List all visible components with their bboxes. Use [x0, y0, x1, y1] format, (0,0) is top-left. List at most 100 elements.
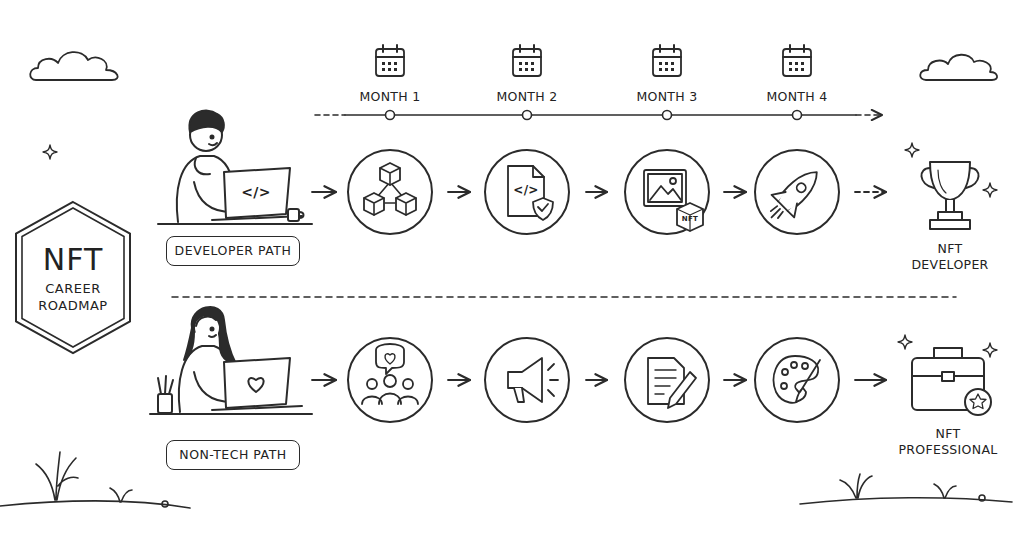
- trophy-icon: [946, 200, 954, 212]
- step-circle: [625, 338, 709, 422]
- blockchain-icon: [380, 163, 400, 185]
- hexagon-outline: [14, 200, 132, 355]
- goal-label: NFT PROFESSIONAL: [896, 426, 1000, 457]
- separator: [172, 296, 956, 298]
- trophy-icon: [921, 162, 978, 229]
- trophy-icon: [930, 162, 970, 200]
- month-label: MONTH 1: [350, 89, 430, 105]
- calendar-icon: [653, 45, 681, 76]
- path-label-box: DEVELOPER PATH: [166, 236, 300, 266]
- step-arrow: [724, 191, 746, 193]
- rocket-icon: [768, 205, 784, 221]
- sparkle: [898, 335, 912, 349]
- developer-figure: [158, 223, 312, 225]
- code-document-icon: [508, 166, 553, 220]
- briefcase-icon: [942, 372, 954, 381]
- non-tech-figure: [150, 413, 312, 415]
- step-circle: [348, 150, 839, 422]
- sparkle: [43, 143, 997, 357]
- writing-icon: [668, 372, 696, 408]
- briefcase-icon: [934, 348, 962, 358]
- rocket-icon: [776, 165, 824, 213]
- nft-image-icon: [650, 186, 681, 200]
- month-label: MONTH 2: [487, 89, 567, 105]
- step-circle: [755, 338, 839, 422]
- calendar-icon: [513, 45, 541, 76]
- palette-icon: [802, 363, 808, 369]
- non-tech-figure: [158, 376, 173, 394]
- trophy-icon: [938, 170, 946, 193]
- developer-figure: [189, 111, 223, 132]
- step-circle: [625, 150, 709, 234]
- community-icon: [367, 379, 377, 389]
- node-text: CAREER ROADMAP: [31, 281, 115, 315]
- developer-figure: [299, 212, 304, 218]
- non-tech-figure: [184, 307, 236, 364]
- sparkle: [43, 145, 57, 159]
- developer-figure: [209, 143, 217, 145]
- community-icon: [376, 344, 404, 374]
- non-tech-figure: [196, 317, 216, 326]
- megaphone-icon: [508, 358, 542, 402]
- ground: [162, 501, 168, 507]
- ground: [0, 501, 190, 508]
- non-tech-figure: [150, 307, 312, 414]
- timeline: [315, 111, 882, 120]
- step-arrow: [855, 191, 886, 193]
- code-document-icon: [533, 166, 544, 177]
- calendar-icon: [376, 45, 811, 76]
- non-tech-figure: [248, 378, 263, 392]
- calendar-icon: [783, 45, 811, 76]
- code-document-icon: [538, 204, 548, 211]
- node-text: NON-TECH PATH: [179, 447, 286, 463]
- path-label-box: NON-TECH PATH: [166, 440, 300, 470]
- cloud: [30, 52, 117, 80]
- megaphone-icon: [508, 358, 558, 402]
- timeline: [793, 111, 802, 120]
- goal-label: NFT DEVELOPER: [905, 241, 995, 272]
- developer-figure: [195, 158, 210, 174]
- trophy-icon: [938, 212, 962, 220]
- megaphone-icon: [548, 364, 558, 396]
- developer-figure: [288, 209, 299, 221]
- trophy-icon: [930, 220, 970, 229]
- timeline: [345, 114, 856, 116]
- nft-image-icon: [648, 174, 682, 202]
- palette-icon: [796, 360, 820, 402]
- hexagon-outline: [16, 202, 130, 353]
- cloud: [920, 55, 997, 80]
- rocket-icon: [795, 181, 808, 194]
- month-label: MONTH 3: [627, 89, 707, 105]
- community-icon: [384, 375, 396, 387]
- community-icon: [403, 379, 413, 389]
- non-tech-figure: [212, 406, 302, 410]
- code-document-icon: [533, 198, 553, 220]
- step-arrow: [312, 191, 336, 193]
- blockchain-icon: [364, 193, 384, 215]
- palette-icon: [791, 362, 797, 368]
- palette-icon: [774, 356, 820, 403]
- megaphone-icon: [514, 388, 524, 402]
- community-icon: [362, 394, 418, 405]
- nft-image-icon: [644, 170, 686, 206]
- step-circle: [348, 338, 432, 422]
- step-circle: [485, 338, 569, 422]
- step-circle: [755, 150, 839, 234]
- nft-image-icon: [670, 178, 676, 184]
- nft-image-icon: [644, 170, 703, 231]
- non-tech-figure: [224, 358, 290, 408]
- developer-figure: [211, 136, 214, 139]
- code-symbol: </>: [236, 184, 276, 202]
- writing-icon: [648, 358, 696, 408]
- blockchain-icon: [364, 163, 416, 215]
- step-arrow: [724, 379, 746, 381]
- ground: [110, 488, 132, 502]
- step-arrow: [586, 191, 607, 193]
- calendar-icon: [376, 45, 404, 76]
- timeline: [856, 114, 882, 116]
- non-tech-figure: [211, 328, 214, 331]
- code-symbol: </>: [511, 183, 541, 198]
- nft-image-icon: [677, 203, 703, 231]
